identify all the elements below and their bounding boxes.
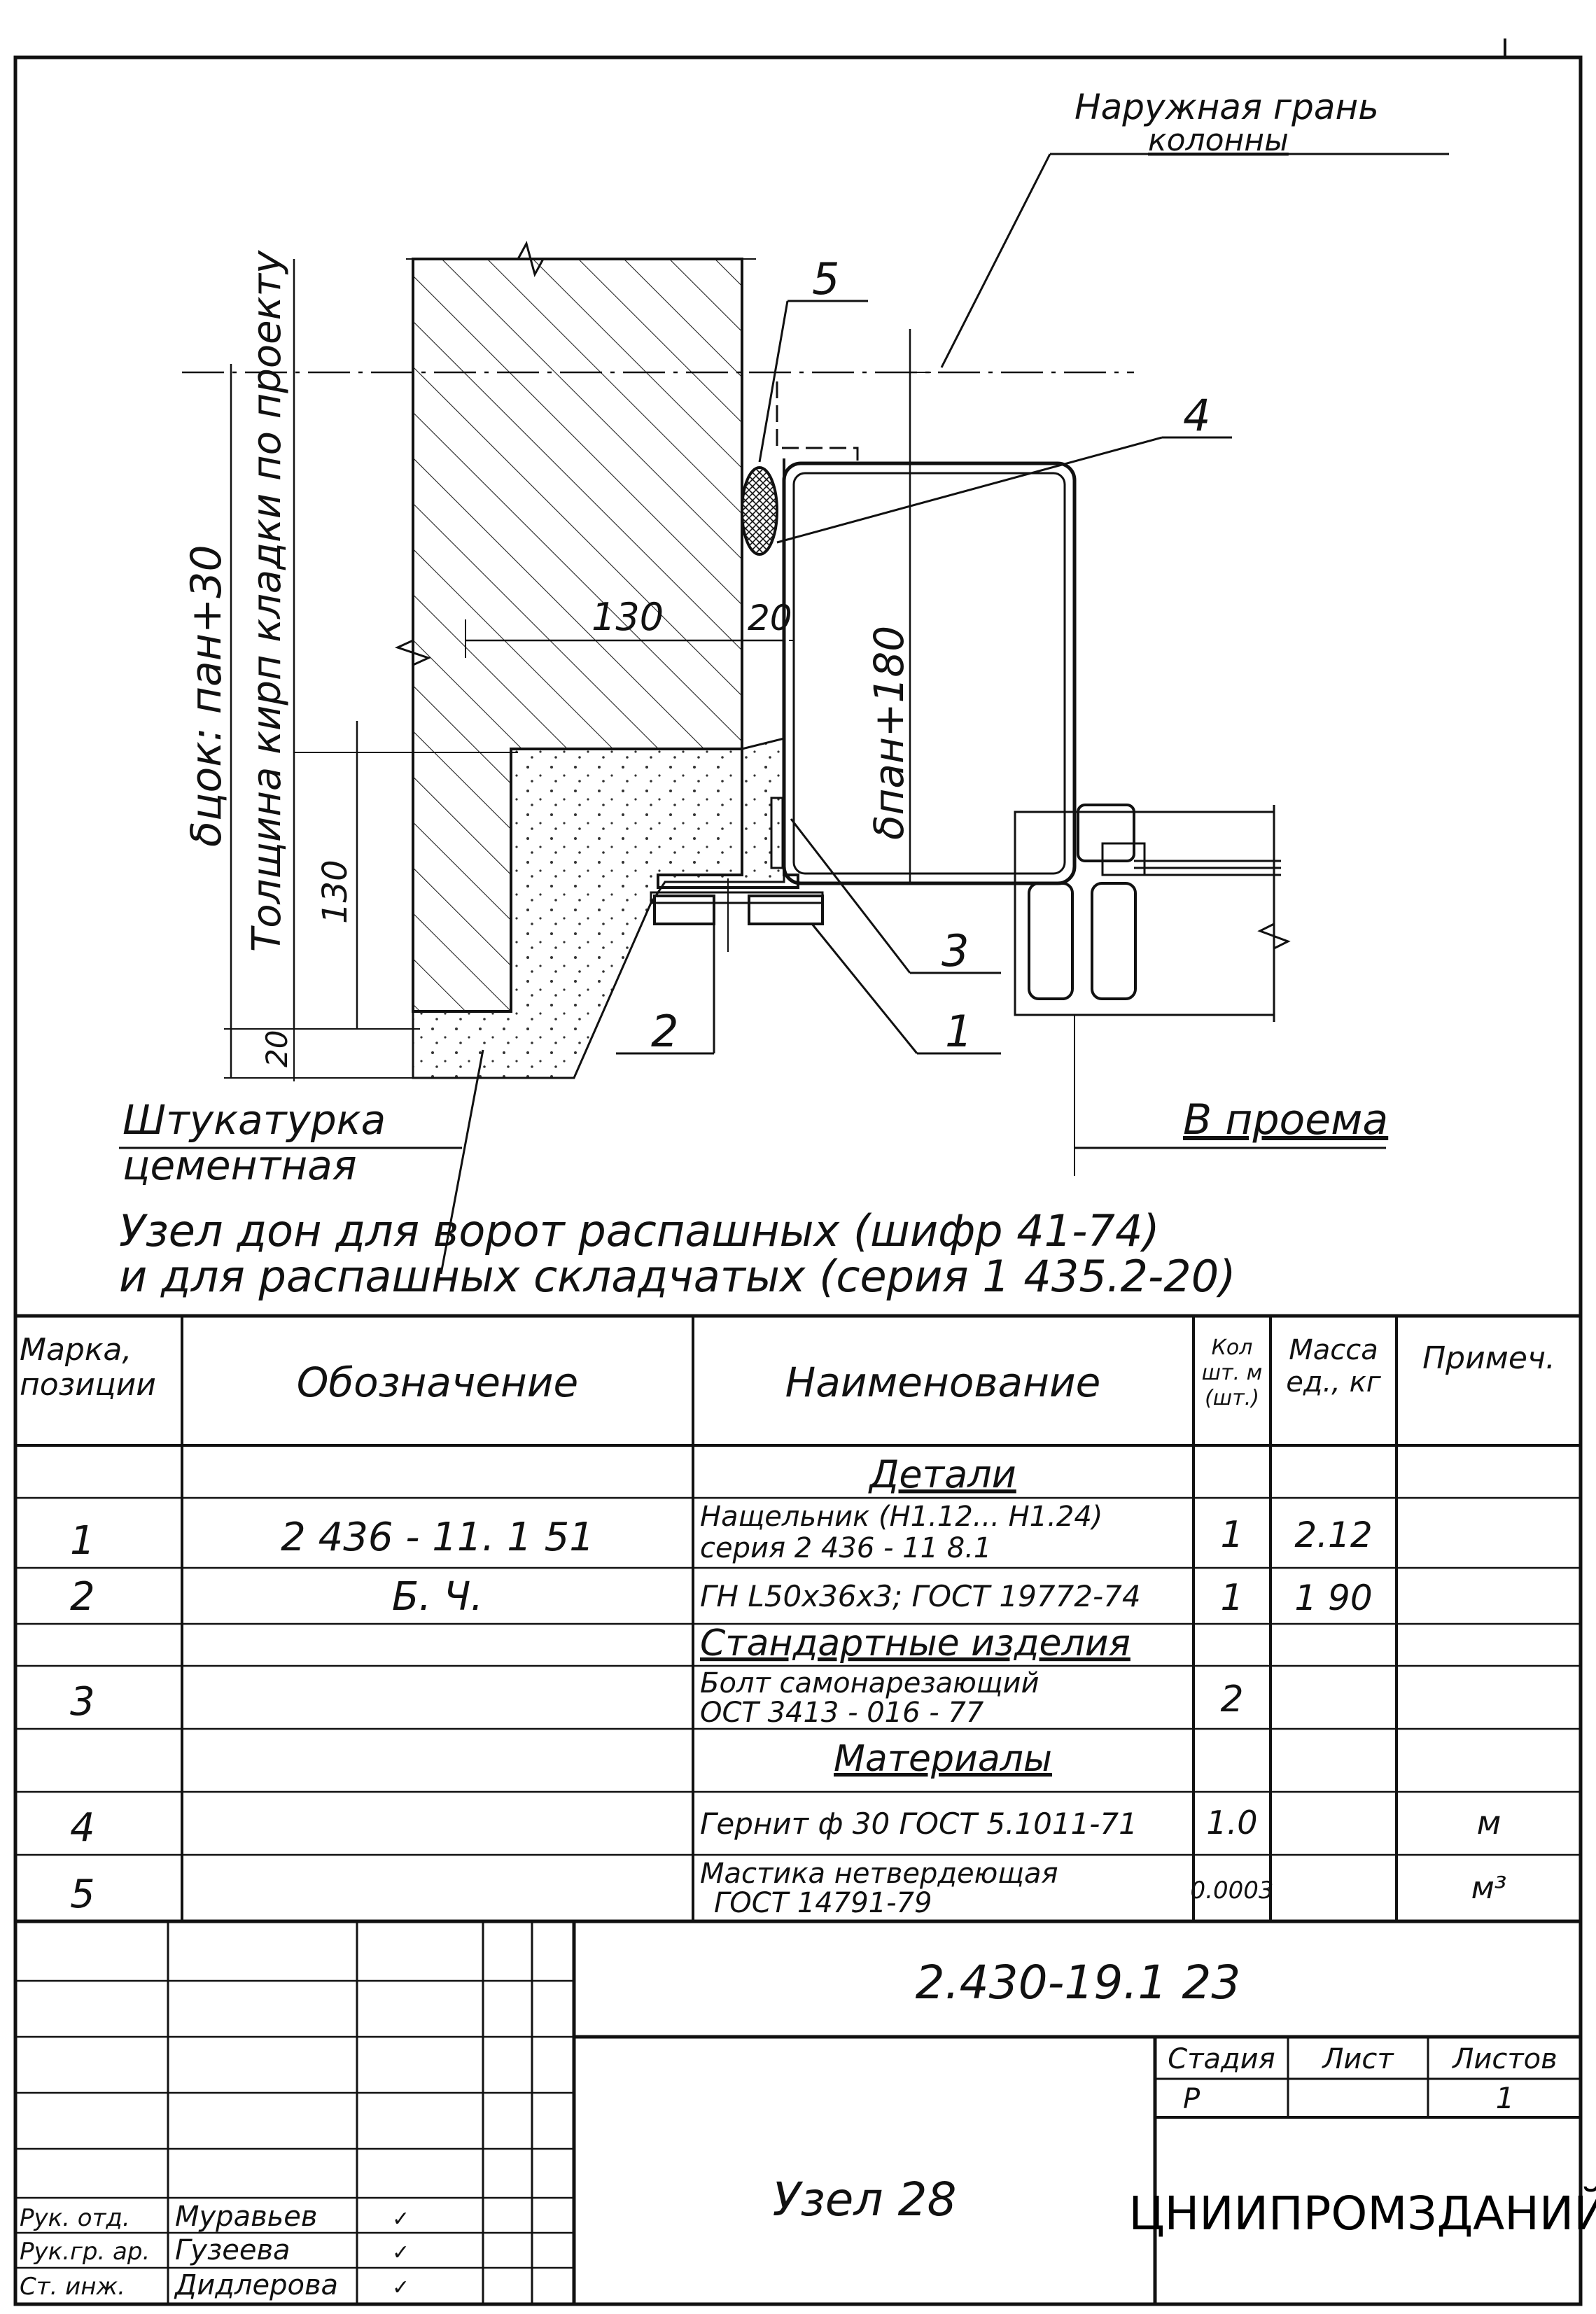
label-b-cok: δцок: пан+30 <box>182 545 231 847</box>
header-qty: Кол шт. м (шт.) <box>1201 1335 1263 1410</box>
position-4: 4 <box>1183 390 1210 441</box>
sheets-label: Листов <box>1451 2043 1557 2075</box>
row-3-name-line1: Болт самонарезающий <box>700 1667 1039 1699</box>
plaster-label-line2: цементная <box>122 1142 357 1189</box>
dimension-130-horizontal: 130 <box>592 595 664 639</box>
staff-signature-1: ✓ <box>392 2207 410 2231</box>
header-designation: Обозначение <box>297 1359 578 1406</box>
leader-outer-face <box>940 153 1051 368</box>
row-2-qty: 1 <box>1220 1577 1243 1619</box>
header-mass: Масса ед., кг <box>1286 1334 1381 1398</box>
plaster-label-line1: Штукатурка <box>122 1096 386 1144</box>
caption-line-2: и для распашных складчатых (серия 1 435.… <box>119 1251 1236 1302</box>
row-5-mark: 5 <box>70 1872 95 1917</box>
angle-flange-right <box>748 895 824 925</box>
section-materials: Материалы <box>834 1738 1052 1780</box>
label-masonry-thickness: Толщина кирп кладки по проекту <box>244 250 290 952</box>
gate-leaf-profile-2 <box>1091 882 1137 1000</box>
gernit-seal <box>741 466 778 556</box>
leader-pos-3 <box>790 818 911 974</box>
header-name: Наименование <box>785 1359 1101 1406</box>
row-3-name-line2: ОСТ 3413 - 016 - 77 <box>700 1697 984 1729</box>
leader-pos-5 <box>758 300 789 463</box>
row-3-qty: 2 <box>1220 1678 1243 1720</box>
leader-pos-4 <box>776 436 1163 544</box>
document-code: 2.430-19.1 23 <box>916 1956 1241 2010</box>
row-5-name-line2: ГОСТ 14791-79 <box>714 1887 932 1919</box>
row-2-name-line1: ГН L50x36x3; ГОСТ 19772-74 <box>700 1579 1141 1613</box>
row-5-name-line1: Мастика нетвердеющая <box>700 1858 1058 1890</box>
section-details: Детали <box>868 1452 1016 1496</box>
sheet-frame <box>13 55 1583 2306</box>
row-2-designation: Б. Ч. <box>392 1574 483 1620</box>
staff-role-2: Рук.гр. ар. <box>20 2238 150 2266</box>
staff-role-1: Рук. отд. <box>20 2204 130 2232</box>
self-tapping-bolt <box>770 797 784 869</box>
b-opening-label: В проема <box>1183 1095 1388 1144</box>
staff-name-1: Муравьев <box>175 2201 317 2233</box>
row-1-name-line2: серия 2 436 - 11 8.1 <box>700 1532 991 1564</box>
staff-name-2: Гузеева <box>175 2234 290 2266</box>
row-3-mark: 3 <box>70 1679 95 1725</box>
column-tube-inner <box>792 472 1066 875</box>
caption-line-1: Узел дон для ворот распашных (шифр 41-74… <box>119 1205 1160 1256</box>
dimension-130-vertical: 130 <box>316 860 355 924</box>
row-1-mass: 2.12 <box>1294 1515 1372 1555</box>
column-tube-outer <box>782 461 1077 885</box>
row-4-mark: 4 <box>70 1805 95 1851</box>
spec-table-body: Детали 1 2 436 - 11. 1 51 Нащельник (Н1.… <box>70 1452 1506 1919</box>
row-4-name-line1: Гернит ф 30 ГОСТ 5.1011-71 <box>700 1807 1138 1841</box>
row-2-mark: 2 <box>70 1574 95 1620</box>
sheets-value: 1 <box>1496 2081 1515 2115</box>
row-4-note: м <box>1477 1804 1502 1842</box>
title-block: 2.430-19.1 23 Узел 28 Стадия Лист Листов… <box>20 1956 1596 2301</box>
dimension-20-top: 20 <box>748 598 792 638</box>
callout-outer-face-line2: колонны <box>1148 122 1289 158</box>
dimension-20-bottom: 20 <box>260 1030 294 1067</box>
leader-plaster <box>440 1049 484 1275</box>
callout-outer-face-line1: Наружная грань <box>1074 87 1379 127</box>
position-3: 3 <box>941 925 969 976</box>
staff-role-3: Ст. инж. <box>20 2273 125 2301</box>
header-note: Примеч. <box>1422 1340 1555 1376</box>
row-1-name-line1: Нащельник (Н1.12... Н1.24) <box>700 1501 1102 1533</box>
mastic-contour <box>776 381 859 463</box>
header-mark: Марка, позиции <box>20 1332 156 1403</box>
break-mark-right <box>1257 923 1291 950</box>
position-1: 1 <box>945 1006 972 1057</box>
organization-name: ЦНИИПРОМЗДАНИЙ <box>1128 2186 1596 2241</box>
row-1-mark: 1 <box>70 1518 95 1564</box>
section-standard-items: Стандартные изделия <box>700 1622 1130 1664</box>
angle-profile <box>650 891 824 904</box>
gate-frame-profile-top <box>1077 804 1135 862</box>
title-block-grid <box>15 1921 1581 2304</box>
gate-leaf-profile-1 <box>1028 882 1074 1000</box>
break-mark-left <box>394 639 432 666</box>
break-mark-top <box>517 241 545 277</box>
angle-flange-left <box>653 895 715 925</box>
leader-pos-1 <box>811 923 918 1054</box>
row-1-designation: 2 436 - 11. 1 51 <box>281 1515 594 1560</box>
row-5-note: м³ <box>1471 1870 1507 1906</box>
staff-signature-2: ✓ <box>392 2241 410 2265</box>
row-2-mass: 1 90 <box>1294 1578 1372 1618</box>
position-2: 2 <box>651 1006 678 1057</box>
position-5: 5 <box>812 253 839 304</box>
row-5-qty: 0.0003 <box>1191 1877 1274 1905</box>
staff-signature-3: ✓ <box>392 2276 410 2300</box>
label-b-pan: δпан+180 <box>865 626 913 840</box>
sheet-label: Лист <box>1321 2043 1394 2075</box>
drawing-title: Узел 28 <box>772 2173 956 2227</box>
gate-frame-profile-mid <box>1101 842 1146 876</box>
specification-table <box>15 1314 1581 1923</box>
technical-drawing: Наружная грань колонны 5 4 3 2 1 130 20 … <box>119 87 1449 1302</box>
row-1-qty: 1 <box>1220 1514 1243 1556</box>
stage-label: Стадия <box>1168 2043 1275 2075</box>
spec-table-headers: Марка, позиции Обозначение Наименование … <box>20 1332 1555 1411</box>
staff-name-3: Дидлерова <box>174 2269 338 2301</box>
stage-value: Р <box>1183 2083 1200 2115</box>
row-4-qty: 1.0 <box>1206 1804 1257 1842</box>
